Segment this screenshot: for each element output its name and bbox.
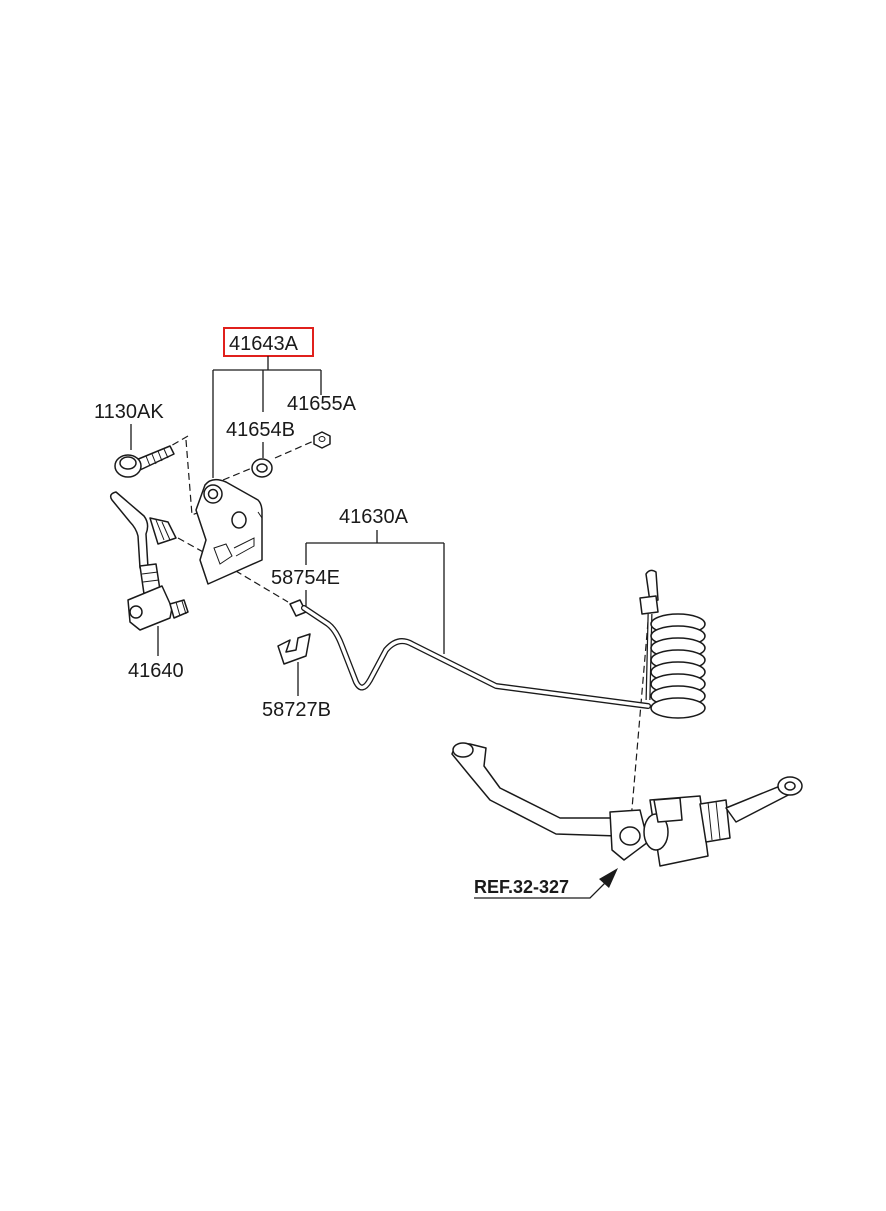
label-41643A[interactable]: 41643A [229, 333, 299, 355]
hose-41640 [109, 491, 189, 631]
reference-leader [474, 881, 607, 899]
label-58754E[interactable]: 58754E [271, 567, 340, 589]
leader-41643A [212, 356, 322, 478]
label-41655A[interactable]: 41655A [287, 393, 357, 415]
reference-arrow-icon [599, 868, 618, 888]
dash-fitting-line [177, 537, 289, 603]
reference-label[interactable]: REF.32-327 [474, 877, 569, 897]
label-41654B[interactable]: 41654B [226, 419, 295, 441]
pipe-41630A [289, 599, 651, 709]
clip-58727B [277, 633, 311, 665]
label-1130AK[interactable]: 1130AK [94, 401, 164, 423]
bolt-1130AK [114, 445, 175, 478]
washer-41654B [251, 458, 273, 478]
coiled-hose [639, 569, 706, 719]
nut-41655A [313, 431, 331, 449]
leader-41630A [305, 530, 445, 654]
dash-hose-to-cylinder [629, 621, 649, 833]
label-41640[interactable]: 41640 [128, 660, 184, 682]
label-58727B[interactable]: 58727B [262, 699, 331, 721]
label-41630A[interactable]: 41630A [339, 506, 409, 528]
dash-washer-line [222, 439, 317, 481]
clutch-master-cylinder [451, 742, 803, 867]
bracket-41643A [195, 478, 263, 585]
